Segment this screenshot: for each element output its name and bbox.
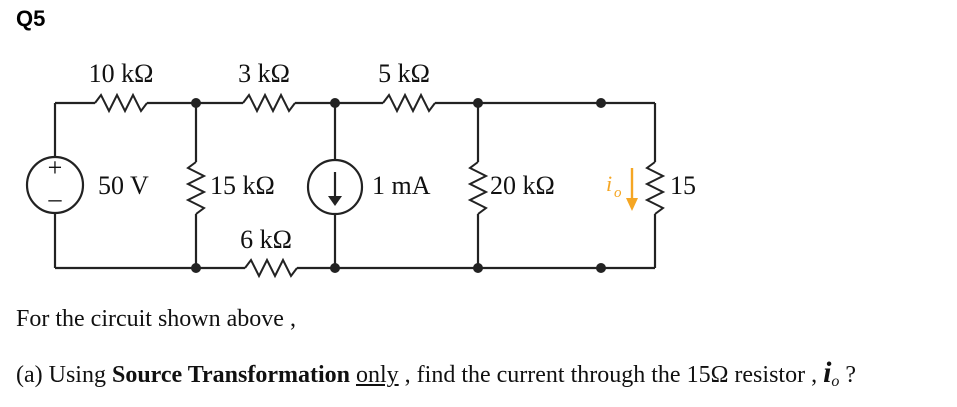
node: [596, 263, 606, 273]
part-a-bold: Source Transformation: [111, 362, 350, 388]
io-symbol: i: [823, 356, 832, 389]
label-50v: 50 V: [98, 171, 149, 200]
label-1ma: 1 mA: [372, 171, 431, 200]
source-plus: +: [48, 153, 63, 182]
resistor-3k: [242, 92, 296, 114]
label-15k: 15 kΩ: [210, 171, 275, 200]
label-20k: 20 kΩ: [490, 171, 555, 200]
question-intro: For the circuit shown above ,: [16, 306, 296, 332]
node: [473, 98, 483, 108]
label-10k: 10 kΩ: [89, 59, 154, 88]
current-arrow-head: [328, 196, 342, 206]
part-a-rest: , find the current through the 15Ω resis…: [398, 362, 824, 388]
part-a-suffix: ?: [839, 362, 857, 388]
io-symbol-sub: o: [831, 373, 840, 390]
node: [473, 263, 483, 273]
part-a-underlined: only: [355, 362, 399, 388]
label-5k: 5 kΩ: [378, 59, 430, 88]
resistor-load: [644, 161, 666, 215]
question-part-a: (a) Using Source Transformation only , f…: [16, 356, 856, 391]
label-6k: 6 kΩ: [240, 225, 292, 254]
io-sub-label: o: [614, 185, 622, 201]
resistor-6k: [244, 257, 298, 279]
label-3k: 3 kΩ: [238, 59, 290, 88]
node: [596, 98, 606, 108]
resistor-15k: [185, 161, 207, 215]
part-a-prefix: (a) Using: [16, 362, 112, 388]
node: [330, 263, 340, 273]
resistor-10k: [94, 92, 148, 114]
node: [191, 98, 201, 108]
resistor-20k: [467, 161, 489, 215]
io-label: i: [606, 171, 612, 196]
node: [191, 263, 201, 273]
resistor-5k: [382, 92, 436, 114]
source-minus: –: [48, 184, 63, 213]
io-arrow-head: [626, 198, 638, 211]
circuit-diagram: + – 50 V 15 kΩ 1 mA 20 kΩ 15 i o 10 kΩ 3…: [25, 59, 696, 279]
node: [330, 98, 340, 108]
label-load: 15: [670, 171, 696, 200]
question-number: Q5: [16, 6, 46, 31]
